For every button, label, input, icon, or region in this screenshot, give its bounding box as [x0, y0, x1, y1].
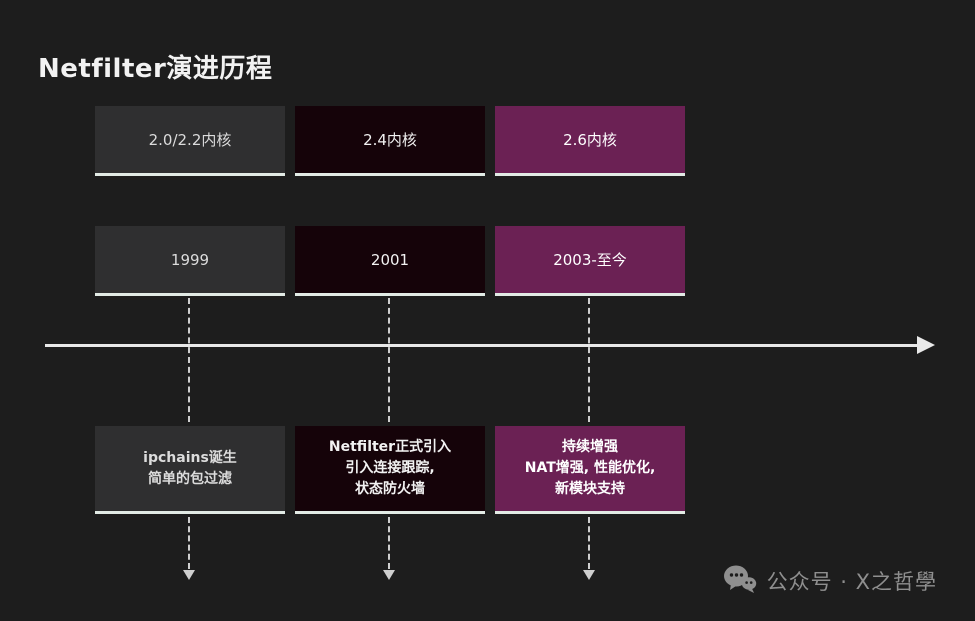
- desc-box-2: Netfilter正式引入 引入连接跟踪, 状态防火墙: [295, 426, 485, 514]
- footer-watermark: 公众号 · X之哲學: [723, 564, 937, 598]
- down-arrow-icon-1: [183, 570, 195, 580]
- desc-text-3: 持续增强 NAT增强, 性能优化, 新模块支持: [524, 439, 656, 497]
- dashed-connector-upper-2: [388, 298, 390, 422]
- desc-box-3: 持续增强 NAT增强, 性能优化, 新模块支持: [495, 426, 685, 514]
- dashed-connector-lower-1: [188, 517, 190, 569]
- year-box-1: 1999: [95, 226, 285, 296]
- timeline-axis: [45, 344, 919, 347]
- down-arrow-icon-2: [383, 570, 395, 580]
- page-title: Netfilter演进历程: [38, 54, 273, 84]
- dashed-connector-upper-1: [188, 298, 190, 422]
- footer-watermark-text: 公众号 · X之哲學: [766, 570, 937, 594]
- year-box-3: 2003-至今: [495, 226, 685, 296]
- desc-box-1: ipchains诞生 简单的包过滤: [95, 426, 285, 514]
- year-label-1: 1999: [170, 250, 210, 269]
- kernel-box-1: 2.0/2.2内核: [95, 106, 285, 176]
- down-arrow-icon-3: [583, 570, 595, 580]
- desc-text-1: ipchains诞生 简单的包过滤: [143, 449, 237, 487]
- kernel-label-1: 2.0/2.2内核: [148, 131, 232, 149]
- dashed-connector-lower-3: [588, 517, 590, 569]
- timeline-arrowhead-icon: [917, 336, 935, 354]
- kernel-box-3: 2.6内核: [495, 106, 685, 176]
- wechat-icon: [723, 564, 757, 598]
- year-label-3: 2003-至今: [553, 251, 627, 269]
- dashed-connector-lower-2: [388, 517, 390, 569]
- year-box-2: 2001: [295, 226, 485, 296]
- kernel-label-2: 2.4内核: [363, 131, 417, 149]
- kernel-box-2: 2.4内核: [295, 106, 485, 176]
- kernel-label-3: 2.6内核: [563, 131, 617, 149]
- desc-text-2: Netfilter正式引入 引入连接跟踪, 状态防火墙: [328, 439, 452, 497]
- year-label-2: 2001: [370, 250, 410, 269]
- dashed-connector-upper-3: [588, 298, 590, 422]
